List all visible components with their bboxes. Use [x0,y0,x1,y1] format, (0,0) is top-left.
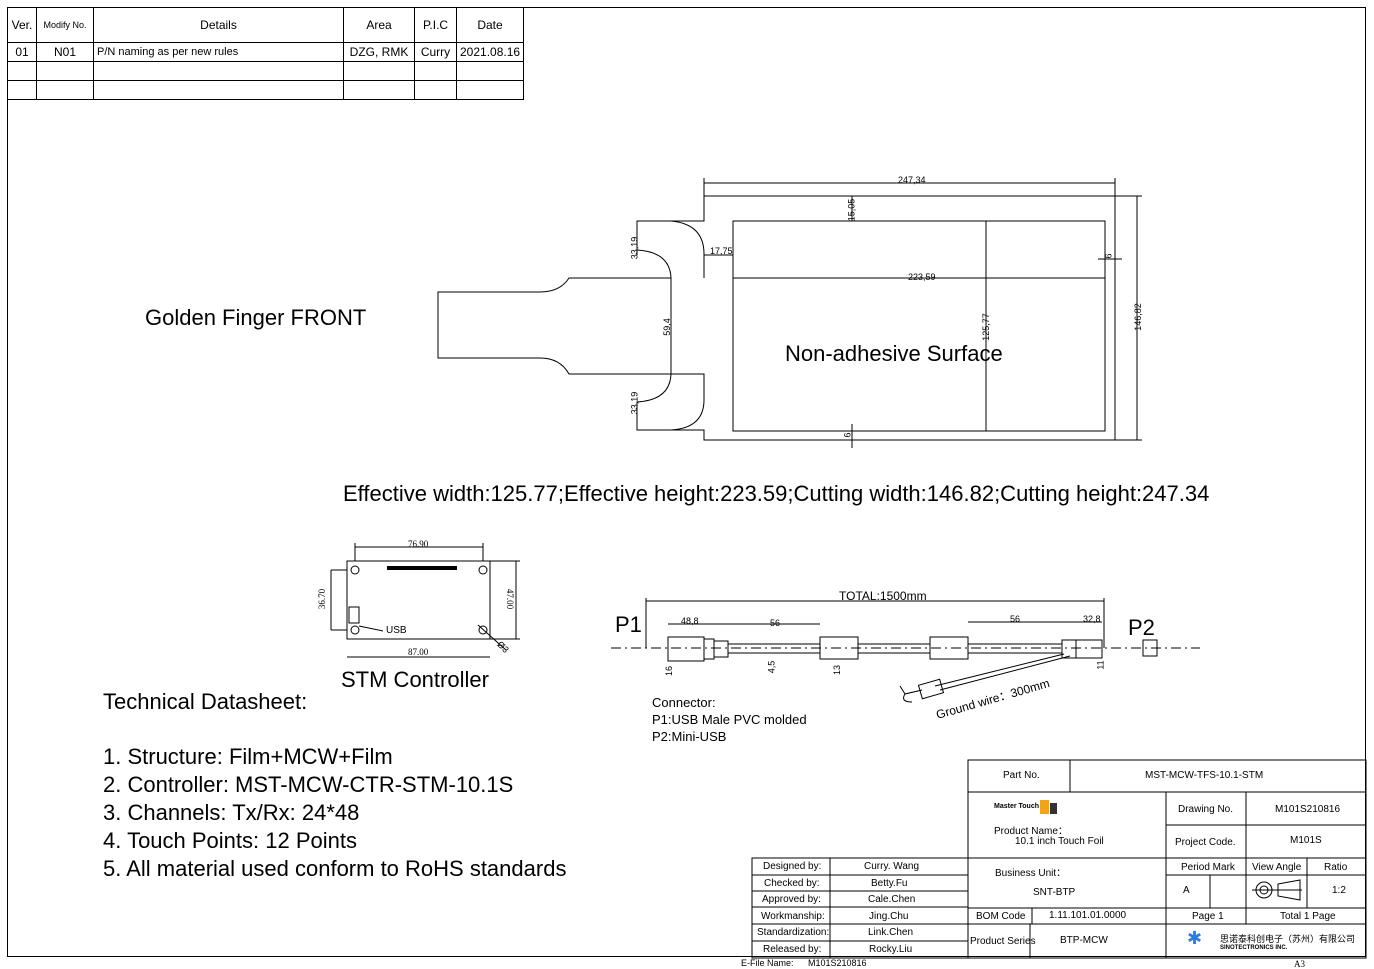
col-details: Details [93,7,344,43]
part-no-label: Part No. [1003,770,1040,781]
datasheet-list: 1. Structure: Film+MCW+Film 2. Controlle… [103,743,566,883]
controller-title: STM Controller [341,667,489,692]
controller-board [346,560,491,640]
dim-tab-offset: 17,75 [710,246,733,256]
total-pages: Total 1 Page [1280,911,1336,922]
connector-line: P2:Mini-USB [652,729,727,744]
period-mark-label: Period Mark [1181,862,1235,873]
sheet-size: A3 [1294,959,1305,969]
sig-label: Checked by: [764,878,820,889]
drawing-frame [7,7,1366,957]
col-pic: P.I.C [414,7,457,43]
datasheet-title: Technical Datasheet: [103,689,308,714]
effective-dimensions-text: Effective width:125.77;Effective height:… [343,481,1210,506]
finger-curve-upper [670,220,705,278]
sig-value: Rocky.Liu [869,944,913,955]
sig-value: Link.Chen [868,927,914,938]
cable-dim-4: 32,8 [1083,614,1101,624]
business-unit-label: Business Unit： [995,868,1067,879]
ratio-value: 1:2 [1332,885,1346,896]
period-mark-value: A [1183,885,1190,896]
revision-table: Ver. Modify No. Details Area P.I.C Date … [7,7,525,100]
sig-value: Jing.Chu [869,911,909,922]
product-name-label: Product Name： [994,826,1068,837]
efile-label: E-File Name: [741,958,794,968]
product-name-value: 10.1 inch Touch Foil [1015,836,1104,847]
sig-label: Approved by: [762,894,821,905]
connector-note: Connector: P1:USB Male PVC molded P2:Min… [652,694,807,745]
cell: 01 [7,42,37,62]
sig-value: Betty.Fu [871,878,908,889]
revision-header-row: Ver. Modify No. Details Area P.I.C Date [7,7,525,43]
part-no-value: MST-MCW-TFS-10.1-STM [1145,770,1264,781]
p1-label: P1 [615,612,642,637]
list-item: 3. Channels: Tx/Rx: 24*48 [103,800,360,825]
dim-eff-height: 223,59 [908,272,936,282]
project-code-value: M101S [1290,835,1322,846]
sig-label: Released by: [763,944,822,955]
finger-curve-lower [670,373,705,431]
sig-value: Curry. Wang [864,861,920,872]
cable-dim-3: 56 [1010,614,1021,624]
sig-label: Standardization: [757,927,830,938]
p2-label: P2 [1128,615,1155,640]
usb-port-label: USB [386,625,407,636]
page-number: Page 1 [1192,911,1224,922]
sig-value: Cale.Chen [868,894,916,905]
dim-cut-height: 247,34 [898,175,926,185]
company-name-cn: 思诺泰科创电子（苏州）有限公司 [1220,935,1356,945]
surface-label: Non-adhesive Surface [785,341,1003,366]
cable-total-length: TOTAL:1500mm [839,589,927,603]
project-code-label: Project Code. [1175,837,1236,848]
brand-name: Master Touch [994,803,1039,810]
ratio-label: Ratio [1324,862,1348,873]
list-item: 1. Structure: Film+MCW+Film [103,744,393,769]
drawing-no-label: Drawing No. [1178,804,1234,815]
list-item: 2. Controller: MST-MCW-CTR-STM-10.1S [103,772,514,797]
golden-finger-label: Golden Finger FRONT [145,305,367,330]
efile-value: M101S210816 [808,958,867,968]
table-row [7,80,525,100]
list-item: 5. All material used conform to RoHS sta… [103,856,567,881]
ferrite-core-1 [819,636,859,660]
ground-wire [939,655,1071,691]
ctrl-dim-bottom: 87.00 [408,647,429,657]
p2-mini-usb-plug [1142,639,1158,657]
bom-code-value: 1.11.101.01.0000 [1049,910,1127,921]
ctrl-dim-top: 76.90 [408,539,429,549]
connector-line: P1:USB Male PVC molded [652,712,807,727]
company-name-en: SINOTECTRONICS INC. [1220,945,1288,951]
product-series-label: Product Series [970,936,1036,947]
table-row: 01 N01 P/N naming as per new rules DZG, … [7,42,525,62]
list-item: 4. Touch Points: 12 Points [103,828,357,853]
cable-dim-1: 48,8 [681,616,699,626]
business-unit-value: SNT-BTP [1033,887,1076,898]
company-logo-icon: ✱ [1187,928,1203,948]
cable-dim-2: 56 [770,618,781,628]
sig-label: Designed by: [763,861,822,872]
drawing-no-value: M101S210816 [1275,804,1341,815]
col-date: Date [455,7,525,43]
product-series-value: BTP-MCW [1060,935,1108,946]
brand-logo-mark [1040,800,1049,814]
bom-code-label: BOM Code [976,911,1026,922]
ferrite-core-2 [929,636,969,660]
connector-line: Connector: [652,695,716,710]
cell [455,80,525,100]
view-angle-label: View Angle [1252,862,1302,873]
sig-label: Workmanship: [761,911,825,922]
foil-outline [437,195,1116,441]
